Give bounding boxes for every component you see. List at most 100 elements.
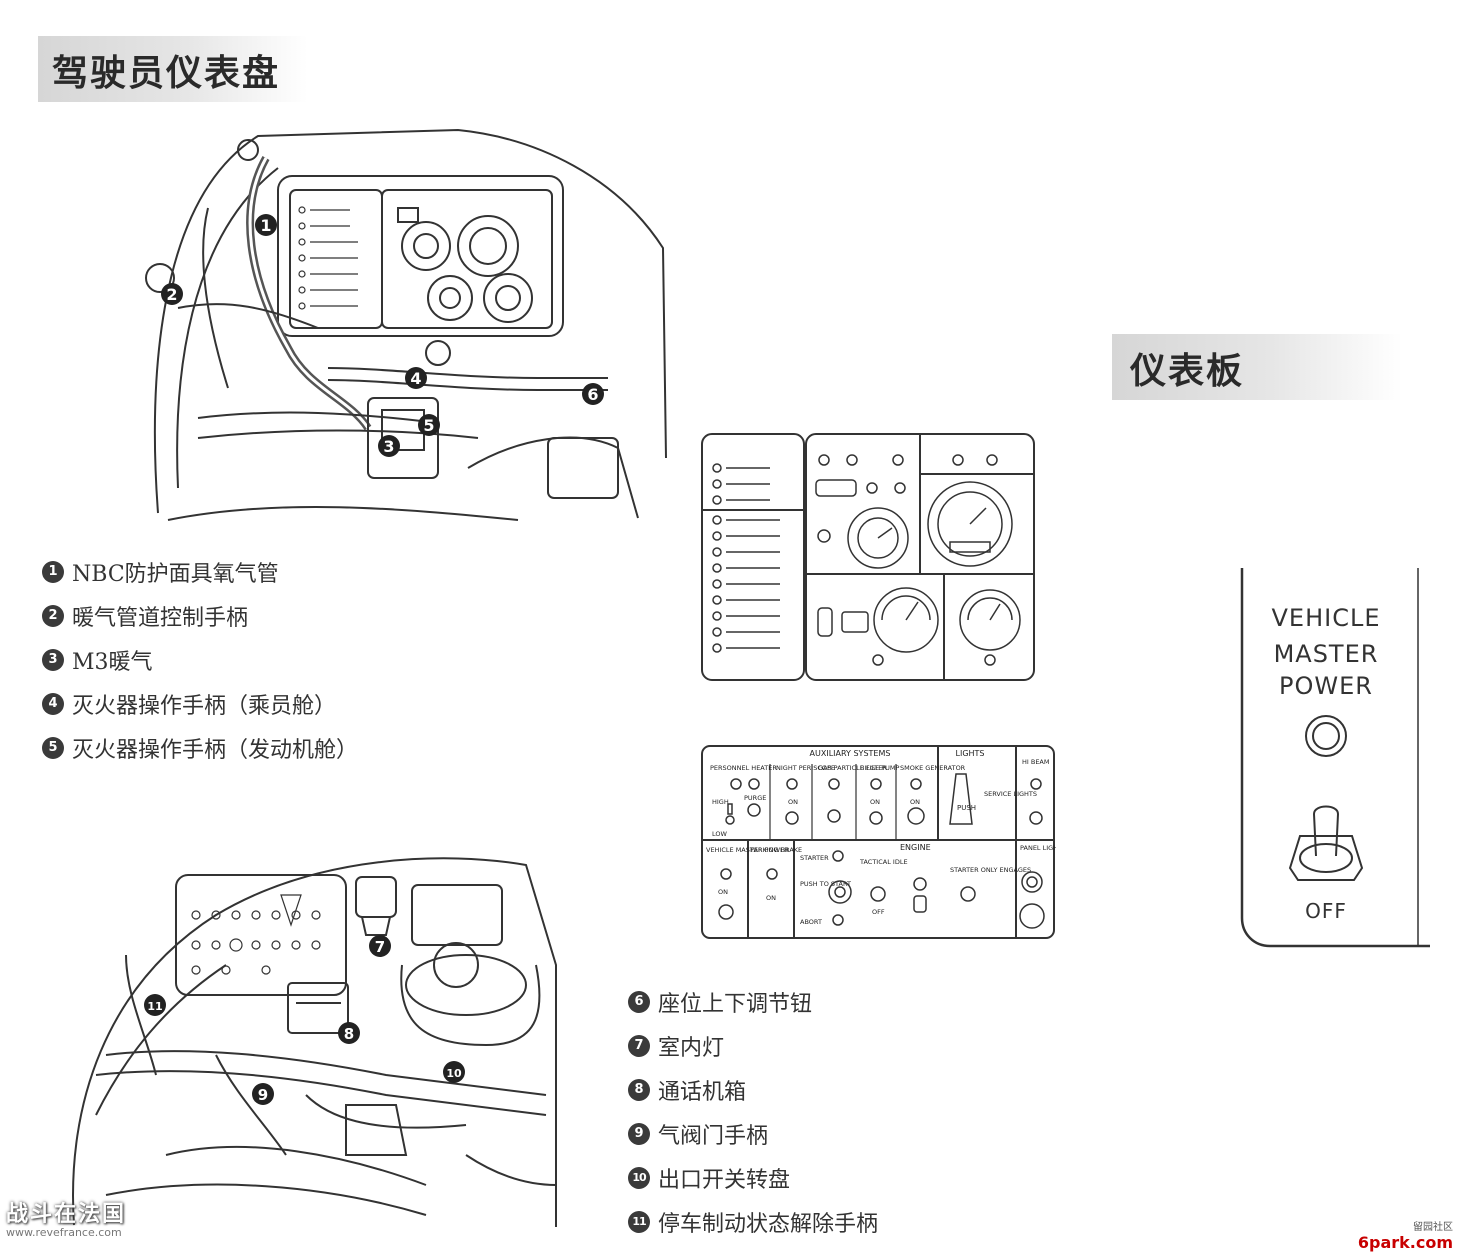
title-instrument-board: 仪表板 xyxy=(1130,350,1245,392)
legend-number-badge: 6 xyxy=(628,991,650,1013)
legend-top: 1 NBC防护面具氧气管 2 暖气管道控制手柄 3 M3暖气 4 灭火器操作手柄（乘员舱… xyxy=(42,550,358,770)
aux-header: AUXILIARY SYSTEMS xyxy=(810,749,891,758)
instrument-panel-gauges xyxy=(701,433,1035,681)
legend-item: 6 座位上下调节钮 xyxy=(628,980,878,1024)
legend-number-badge: 4 xyxy=(42,693,64,715)
smoke-on-label: ON xyxy=(910,798,920,806)
heater-purge-label: PURGE xyxy=(744,794,766,802)
legend-number-badge: 10 xyxy=(628,1167,650,1189)
zoom-label-vehicle: VEHICLE xyxy=(1272,604,1381,632)
abort-label: ABORT xyxy=(800,918,822,926)
heater-high-label: HIGH xyxy=(712,798,729,806)
service-lights-label: SERVICE LIGHTS xyxy=(984,790,1037,798)
legend-label: 室内灯 xyxy=(658,1036,725,1061)
driver-cockpit-illustration-bottom: 7 8 9 10 11 xyxy=(72,857,557,1227)
callout-2: 2 xyxy=(166,285,177,304)
callout-6: 6 xyxy=(587,385,598,404)
legend-item: 5 灭火器操作手柄（发动机舱） xyxy=(42,726,358,770)
legend-item: 7 室内灯 xyxy=(628,1024,878,1068)
callout-4: 4 xyxy=(410,369,421,388)
zoom-label-master: MASTER xyxy=(1274,640,1379,668)
master-power-indicator-lamp xyxy=(1305,715,1347,757)
vehicle-master-power-label: VEHICLE MASTER POWER xyxy=(706,846,789,854)
legend-label: 气阀门手柄 xyxy=(658,1124,769,1149)
legend-number-badge: 1 xyxy=(42,561,64,583)
lights-push-switch xyxy=(949,773,973,825)
legend-label: 出口开关转盘 xyxy=(658,1168,791,1193)
legend-label: 通话机箱 xyxy=(658,1080,747,1105)
callout-10: 10 xyxy=(446,1067,462,1080)
engine-header: ENGINE xyxy=(900,843,931,852)
parking-brake-on-label: ON xyxy=(766,894,776,902)
legend-number-badge: 11 xyxy=(628,1211,650,1233)
legend-number-badge: 3 xyxy=(42,649,64,671)
legend-number-badge: 8 xyxy=(628,1079,650,1101)
watermark-right-caption: 留园社区 xyxy=(1413,1222,1453,1233)
panel-lights-test-label: PANEL LIGHTS TEST xyxy=(1020,844,1056,852)
legend-label: 停车制动状态解除手柄 xyxy=(658,1212,879,1237)
watermark-left-title: 战斗在法国 xyxy=(6,1202,127,1227)
tactical-idle-label: TACTICAL IDLE xyxy=(859,858,908,866)
night-periscope-label: NIGHT PERISCOPE xyxy=(776,764,835,772)
gauge-left xyxy=(847,507,909,569)
hi-beam-label: HI BEAM xyxy=(1022,758,1050,766)
callout-5: 5 xyxy=(423,416,434,435)
gauge-right xyxy=(959,589,1021,651)
legend-item: 10 出口开关转盘 xyxy=(628,1156,878,1200)
heater-low-label: LOW xyxy=(712,830,728,838)
periscope-on-label: ON xyxy=(788,798,798,806)
legend-label: NBC防护面具氧气管 xyxy=(72,562,279,587)
toggle-switch-lever xyxy=(1312,805,1340,857)
bilge-on-label: ON xyxy=(870,798,880,806)
title-driver-instrument-panel: 驾驶员仪表盘 xyxy=(52,52,281,94)
legend-item: 8 通话机箱 xyxy=(628,1068,878,1112)
title-band-driver-panel xyxy=(38,36,308,102)
watermark-left: 战斗在法国 www.revefrance.com xyxy=(6,1196,146,1239)
legend-number-badge: 5 xyxy=(42,737,64,759)
legend-label: 灭火器操作手柄（乘员舱） xyxy=(72,694,337,719)
legend-number-badge: 7 xyxy=(628,1035,650,1057)
speedometer xyxy=(927,481,1013,567)
driver-cockpit-illustration-top: 1 2 3 4 5 6 xyxy=(145,128,667,521)
callout-1: 1 xyxy=(260,216,271,235)
legend-label: 灭火器操作手柄（发动机舱） xyxy=(72,738,359,763)
zoom-label-off: OFF xyxy=(1305,899,1347,923)
callout-3: 3 xyxy=(383,437,394,456)
legend-number-badge: 2 xyxy=(42,605,64,627)
callout-9: 9 xyxy=(258,1086,268,1104)
legend-label: M3暖气 xyxy=(72,650,153,675)
callout-11: 11 xyxy=(147,1000,162,1013)
toggle-switch-base xyxy=(1288,835,1364,881)
bilge-pump-label: BILGE PUMP xyxy=(860,764,899,772)
auxiliary-systems-panel: AUXILIARY SYSTEMS LIGHTS PERSONNEL HEATE… xyxy=(701,745,1056,939)
legend-label: 暖气管道控制手柄 xyxy=(72,606,249,631)
legend-item: 2 暖气管道控制手柄 xyxy=(42,594,358,638)
personnel-heater-label: PERSONNEL HEATER xyxy=(710,764,777,772)
smoke-generator-label: SMOKE GENERATOR xyxy=(900,764,966,772)
tactical-idle-off-label: OFF xyxy=(872,908,885,916)
parking-brake-label: PARKING BRAKE xyxy=(750,846,802,854)
master-power-on-label: ON xyxy=(718,888,728,896)
warning-lamps xyxy=(712,463,780,653)
legend-item: 11 停车制动状态解除手柄 xyxy=(628,1200,878,1244)
legend-label: 座位上下调节钮 xyxy=(658,992,813,1017)
callout-8: 8 xyxy=(344,1025,354,1043)
lights-push-label: PUSH xyxy=(957,804,976,812)
legend-item: 4 灭火器操作手柄（乘员舱） xyxy=(42,682,358,726)
watermark-right: 留园社区 6park.com xyxy=(1358,1218,1453,1252)
gas-particle-filter-label: GAS PARTICLE FILTER xyxy=(818,764,887,772)
zoom-label-power: POWER xyxy=(1279,672,1373,700)
gauge-center xyxy=(873,587,939,653)
starter-label: STARTER xyxy=(800,854,829,862)
watermark-right-site: 6park.com xyxy=(1357,1233,1453,1252)
legend-item: 1 NBC防护面具氧气管 xyxy=(42,550,358,594)
starter-only-engages-label: STARTER ONLY ENGAGES xyxy=(950,866,1031,874)
vehicle-master-power-detail: VEHICLE MASTER POWER OFF xyxy=(1240,568,1430,948)
lights-header: LIGHTS xyxy=(956,749,985,758)
push-to-start-label: PUSH TO START xyxy=(800,880,851,888)
watermark-left-url: www.revefrance.com xyxy=(6,1226,122,1239)
title-band-instrument-board xyxy=(1112,334,1402,400)
callout-7: 7 xyxy=(375,938,385,956)
